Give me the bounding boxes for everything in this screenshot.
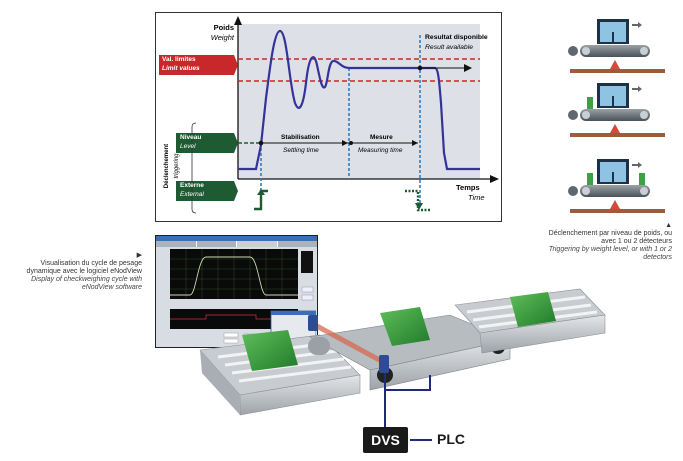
left-caption-line: Display of checkweighing cycle with bbox=[31, 276, 142, 283]
detector-icon bbox=[587, 173, 593, 185]
weighing-cycle-diagram: Poids Weight Val. limites Limit values N… bbox=[155, 12, 502, 222]
left-caption-line: eNodView software bbox=[81, 284, 142, 291]
x-axis-label-en: Time bbox=[468, 193, 485, 202]
weight-signal-curve bbox=[238, 29, 480, 171]
side-button[interactable] bbox=[301, 294, 314, 301]
result-label-en: Result available bbox=[425, 44, 473, 51]
conveyor-icons bbox=[568, 19, 665, 213]
side-button[interactable] bbox=[301, 286, 314, 293]
photocell-sensor-icon bbox=[379, 355, 389, 373]
photocell-beam bbox=[313, 322, 387, 366]
conveyor-icon-no-detector bbox=[568, 19, 665, 73]
limit-values-tag bbox=[159, 55, 238, 75]
measuring-arrow-head bbox=[412, 140, 418, 146]
level-tag bbox=[176, 133, 238, 153]
diagram-svg bbox=[159, 16, 499, 214]
floor-bar bbox=[570, 133, 665, 137]
belt-icon bbox=[580, 45, 650, 57]
value-field[interactable] bbox=[223, 338, 239, 344]
settling-arrow-head bbox=[342, 140, 348, 146]
external-tag-label: Externe bbox=[180, 182, 204, 189]
load-cell-icon bbox=[610, 60, 620, 69]
external-tag bbox=[176, 181, 238, 201]
phase-measure-label: Mesure bbox=[370, 134, 393, 141]
right-caption-line: Triggering by weight level, or with 1 or… bbox=[548, 246, 672, 253]
enodview-plot bbox=[170, 249, 316, 346]
triggering-bracket bbox=[191, 122, 197, 214]
right-caption: ▲ Déclenchement par niveau de poids, ou … bbox=[520, 222, 672, 262]
conveyor-icon-two-detectors bbox=[568, 159, 665, 213]
limit-tag-label-en: Limit values bbox=[162, 65, 200, 72]
trigger-point bbox=[258, 140, 264, 146]
right-caption-line: avec 1 ou 2 détecteurs bbox=[601, 238, 672, 245]
dvs-unit: DVS bbox=[363, 427, 408, 453]
triggering-label: Déclenchement bbox=[164, 143, 170, 189]
right-caption-line: Déclenchement par niveau de poids, ou bbox=[548, 230, 672, 237]
infeed-roller-conveyor bbox=[199, 330, 361, 416]
direction-arrow-icon bbox=[632, 162, 642, 168]
trigger-plot-bg bbox=[170, 309, 298, 329]
triggering-label-en: triggering bbox=[174, 153, 180, 179]
y-axis-label: Poids bbox=[213, 23, 234, 32]
right-caption-line: detectors bbox=[643, 254, 672, 261]
plc-label: PLC bbox=[437, 431, 465, 447]
external-trigger-falling bbox=[405, 189, 431, 212]
tab[interactable] bbox=[197, 241, 237, 247]
caption-pointer-right-icon: ▶ bbox=[136, 252, 142, 259]
plc-connection-line bbox=[410, 439, 432, 441]
left-caption-line: dynamique avec le logiciel eNodView bbox=[26, 268, 142, 275]
external-trigger-rising bbox=[254, 189, 268, 211]
y-axis-label-en: Weight bbox=[210, 33, 234, 42]
level-tag-label-en: Level bbox=[180, 143, 196, 150]
left-caption: ▶ Visualisation du cycle de pesage dynam… bbox=[0, 252, 142, 292]
external-tag-label-en: External bbox=[180, 191, 204, 198]
plot-area bbox=[238, 24, 480, 179]
y-axis-arrow bbox=[234, 16, 242, 25]
load-cell-icon bbox=[610, 200, 620, 209]
trigger-trace bbox=[170, 314, 298, 320]
package-box bbox=[242, 330, 298, 371]
floor-bar bbox=[570, 209, 665, 213]
x-axis-label: Temps bbox=[456, 183, 480, 192]
tab-active[interactable] bbox=[237, 241, 278, 247]
conveyor-icon-one-detector bbox=[568, 83, 665, 137]
weighing-belt-conveyor bbox=[308, 307, 512, 428]
left-caption-line: Visualisation du cycle de pesage bbox=[40, 260, 142, 267]
phase-measure-label-en: Measuring time bbox=[358, 147, 403, 154]
detector-icon bbox=[587, 97, 593, 109]
package-box bbox=[380, 307, 430, 346]
checkweigher-conveyor bbox=[199, 288, 606, 428]
direction-arrow-icon bbox=[632, 22, 642, 28]
level-tag-label: Niveau bbox=[180, 134, 202, 141]
result-point bbox=[417, 65, 423, 71]
outfeed-roller-conveyor bbox=[454, 288, 606, 354]
direction-arrow-icon bbox=[632, 86, 642, 92]
external-trigger-up-arrow bbox=[257, 189, 265, 195]
measure-start-point bbox=[349, 141, 353, 145]
result-arrow-head bbox=[464, 64, 472, 72]
photocell-sensor-icon bbox=[308, 315, 318, 331]
loadcell-cable bbox=[385, 375, 431, 391]
value-field[interactable] bbox=[223, 332, 239, 338]
floor-bar bbox=[570, 69, 665, 73]
enodview-window bbox=[155, 235, 318, 348]
belt-icon bbox=[580, 109, 650, 121]
result-label: Resultat disponible bbox=[425, 34, 488, 41]
belt-icon bbox=[580, 185, 650, 197]
weight-trace bbox=[170, 256, 298, 296]
window-titlebar bbox=[156, 236, 317, 241]
detector-icon bbox=[639, 173, 645, 185]
limit-tag-label: Val. limites bbox=[162, 56, 196, 63]
x-axis-arrow bbox=[490, 175, 499, 183]
external-trigger-down-arrow bbox=[415, 203, 423, 210]
caption-pointer-up-icon: ▲ bbox=[665, 222, 672, 229]
phase-settling-label-en: Settling time bbox=[283, 147, 319, 154]
package-box bbox=[510, 292, 556, 327]
load-cell-icon bbox=[610, 124, 620, 133]
window-tabs bbox=[156, 241, 317, 247]
phase-settling-label: Stabilisation bbox=[281, 134, 320, 141]
tab[interactable] bbox=[156, 241, 197, 247]
